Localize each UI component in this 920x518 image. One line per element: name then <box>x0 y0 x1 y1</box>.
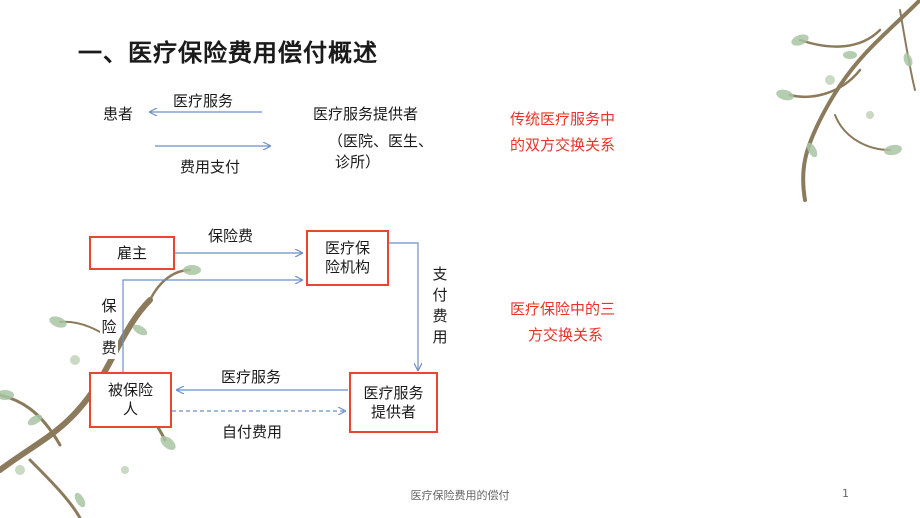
traditional-note-line2: 的双方交换关系 <box>510 136 616 154</box>
insured-label: 被保险人 <box>107 381 153 418</box>
three-party-note-line2: 方交换关系 <box>528 326 604 344</box>
footer-text: 医疗保险费用的偿付 <box>410 489 510 502</box>
insurer-label: 医疗保险机构 <box>324 239 370 276</box>
provider-label: 医疗服务提供者 <box>313 105 419 123</box>
patient-label: 患者 <box>103 105 134 123</box>
page-number: 1 <box>842 487 849 500</box>
three-party-note-line1: 医疗保险中的三 <box>510 300 616 318</box>
employer-label: 雇主 <box>116 243 147 262</box>
slide-title: 一、医疗保险费用偿付概述 <box>78 39 378 67</box>
employer-box: 雇主 <box>89 236 175 270</box>
insurer-box: 医疗保险机构 <box>306 230 389 286</box>
provider-detail-line2: 诊所） <box>335 153 381 171</box>
premium-left-vertical-label: 保险费 <box>100 296 118 359</box>
selfpay-label: 自付费用 <box>222 423 283 441</box>
provider-box-label: 医疗服务提供者 <box>363 383 424 421</box>
payment-label: 费用支付 <box>180 158 241 176</box>
provider-detail-line1: （医院、医生、 <box>328 132 434 150</box>
traditional-note-line1: 传统医疗服务中 <box>510 110 616 128</box>
provider-box: 医疗服务提供者 <box>349 372 438 433</box>
service-label: 医疗服务 <box>221 368 282 386</box>
pay-cost-vertical-label: 支付费用 <box>432 265 448 346</box>
premium-top-label: 保险费 <box>208 227 254 245</box>
insured-box: 被保险人 <box>89 372 172 428</box>
medical-service-label: 医疗服务 <box>173 92 234 110</box>
